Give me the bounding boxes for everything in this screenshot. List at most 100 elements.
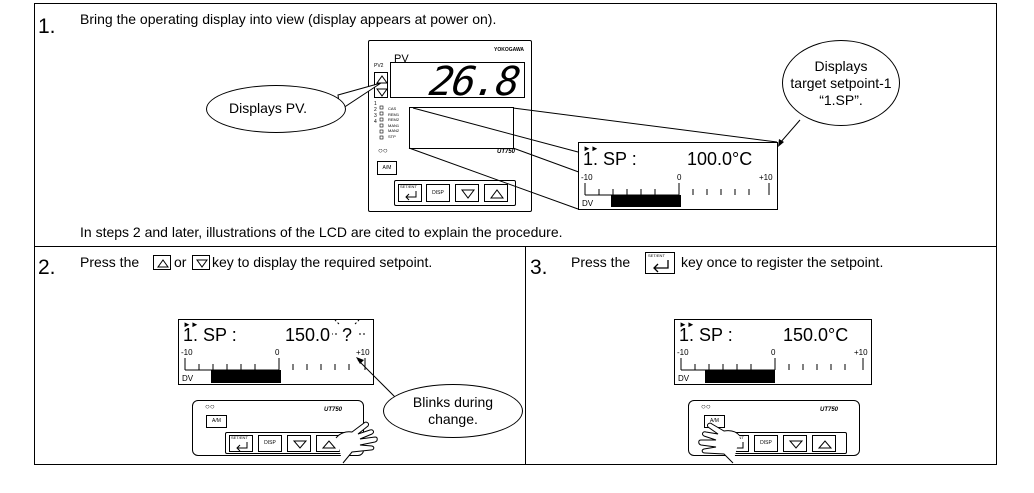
- down-triangle-icon: [461, 189, 475, 199]
- callout-sp-line2: target setpoint-1: [790, 75, 892, 91]
- lcd-scale-max: +10: [759, 173, 773, 182]
- lamp-numbers: 1 2 3 4: [374, 101, 377, 125]
- step1-instruction: Bring the operating display into view (d…: [80, 11, 497, 27]
- step3-frame: [525, 246, 997, 465]
- brand-logo: YOKOGAWA: [494, 47, 525, 53]
- lcd-label: 1. SP :: [679, 325, 733, 345]
- lcd-dv: DV: [678, 374, 690, 383]
- lcd-scale-mid: 0: [771, 348, 776, 357]
- down-key[interactable]: [287, 435, 311, 452]
- step2-down-key-inline: [192, 255, 210, 270]
- down-triangle-icon: [292, 440, 308, 449]
- step3-set-ent-key-inline: SET/ENT: [645, 252, 675, 274]
- set-ent-key[interactable]: SET/ENT: [398, 184, 422, 202]
- lcd-scale-ticks: [584, 183, 770, 207]
- step3-instruction-b: key once to register the setpoint.: [681, 254, 884, 270]
- step1-number: 1.: [38, 15, 56, 38]
- disp-key-label: DISP: [432, 190, 444, 196]
- set-ent-key-inline-label: SET/ENT: [648, 253, 665, 258]
- lcd-arrows: ►►: [679, 320, 695, 329]
- step2-instruction-c: key to display the required setpoint.: [212, 254, 433, 270]
- lamp-squares: [379, 105, 384, 140]
- enter-icon: [405, 191, 417, 201]
- disp-key[interactable]: DISP: [754, 435, 778, 452]
- callout-sp: Displays target setpoint-1 “1.SP”.: [782, 40, 900, 126]
- side-label: PV2: [374, 63, 384, 69]
- lcd-scale-min: -10: [581, 173, 593, 182]
- dv-bar: [611, 195, 681, 207]
- step2-instruction-a: Press the: [80, 254, 140, 270]
- callout-blink: Blinks during change.: [383, 384, 523, 438]
- down-key[interactable]: [455, 184, 479, 202]
- down-key[interactable]: [783, 435, 807, 452]
- lcd-arrows: ►►: [583, 144, 599, 153]
- up-key[interactable]: [484, 184, 508, 202]
- lamp-labels: CAS REM1 REM2 MAN1 MAN2 STP: [388, 106, 400, 139]
- step3-number: 3.: [530, 256, 548, 279]
- lcd-arrows: ►►: [183, 320, 199, 329]
- lcd-scale-min: -10: [181, 348, 193, 357]
- am-key-label: A/M: [710, 418, 719, 424]
- lcd-scale-max: +10: [854, 348, 868, 357]
- am-key-label: A/M: [382, 165, 392, 171]
- panel-model: UT750: [324, 407, 343, 413]
- dv-bar: [211, 370, 281, 383]
- callout-blink-line2: change.: [428, 411, 478, 427]
- pv-display: 26.8: [390, 59, 525, 105]
- callout-sp-line3: “1.SP”.: [819, 92, 863, 108]
- enter-icon: [236, 442, 248, 452]
- disp-key-label: DISP: [264, 440, 276, 446]
- dv-bar: [705, 370, 775, 383]
- down-triangle-icon: [788, 440, 804, 449]
- lcd-scale-mid: 0: [677, 173, 682, 182]
- set-ent-key-label: SET/ENT: [400, 184, 417, 189]
- down-triangle-icon: [196, 259, 208, 268]
- step3-instruction-a: Press the: [571, 254, 631, 270]
- callout-pv-text: Displays PV.: [229, 100, 308, 116]
- lcd-detail-step1: ►► 1. SP : 100.0°C -10 0 +10 DV: [578, 142, 778, 210]
- lcd-dv: DV: [182, 374, 194, 383]
- up-triangle-icon: [490, 189, 504, 199]
- up-triangle-icon: [157, 259, 169, 268]
- lcd-detail-step3: ►► 1. SP : 150.0°C -10 0 +10 DV: [674, 319, 872, 385]
- indicator-dots: ○○: [378, 146, 388, 155]
- lcd-scale-ticks: [680, 358, 864, 383]
- callout-blink-line1: Blinks during: [412, 394, 494, 410]
- lcd-value: 150.0: [285, 325, 331, 345]
- set-ent-key[interactable]: SET/ENT: [229, 435, 253, 452]
- controller-body: [368, 40, 532, 212]
- am-key[interactable]: A/M: [206, 415, 227, 428]
- up-key[interactable]: [812, 435, 836, 452]
- step3-key-panel: ○○ UT750 A/M SET/ENT DISP: [688, 400, 860, 456]
- lcd-value: 100.0°C: [687, 149, 753, 169]
- lcd-label: 1. SP :: [583, 149, 637, 169]
- disp-key[interactable]: DISP: [426, 184, 450, 202]
- key-group: [394, 180, 516, 206]
- disp-key-label: DISP: [760, 440, 772, 446]
- lcd-scale-ticks: [184, 319, 366, 383]
- step1-note: In steps 2 and later, illustrations of t…: [80, 224, 563, 240]
- lcd-label: 1. SP :: [183, 325, 237, 345]
- step2-number: 2.: [38, 256, 56, 279]
- disp-key[interactable]: DISP: [258, 435, 282, 452]
- enter-icon: [653, 260, 669, 273]
- lcd-blink-char: ?: [342, 325, 353, 345]
- lcd-value: 150.0°C: [783, 325, 849, 345]
- step2-key-panel: ○○ UT750 A/M SET/ENT DISP: [192, 400, 364, 456]
- am-key[interactable]: A/M: [377, 161, 397, 175]
- callout-pv: Displays PV.: [206, 85, 346, 133]
- lcd-scale-mid: 0: [275, 348, 280, 357]
- blink-rays: [332, 319, 365, 335]
- lcd-scale-max: +10: [356, 348, 370, 357]
- panel-model: UT750: [820, 407, 839, 413]
- lcd-window: [409, 107, 514, 149]
- indicator-dots: ○○: [701, 402, 711, 411]
- set-ent-key-label: SET/ENT: [231, 435, 248, 440]
- controller-model: UT750: [497, 149, 516, 155]
- lcd-detail-step2: ►► 1. SP : 150.0 ? -10 0 +10 DV: [178, 319, 374, 385]
- am-key-label: A/M: [212, 418, 221, 424]
- lcd-scale-min: -10: [677, 348, 689, 357]
- step2-instruction-b: or: [174, 254, 187, 270]
